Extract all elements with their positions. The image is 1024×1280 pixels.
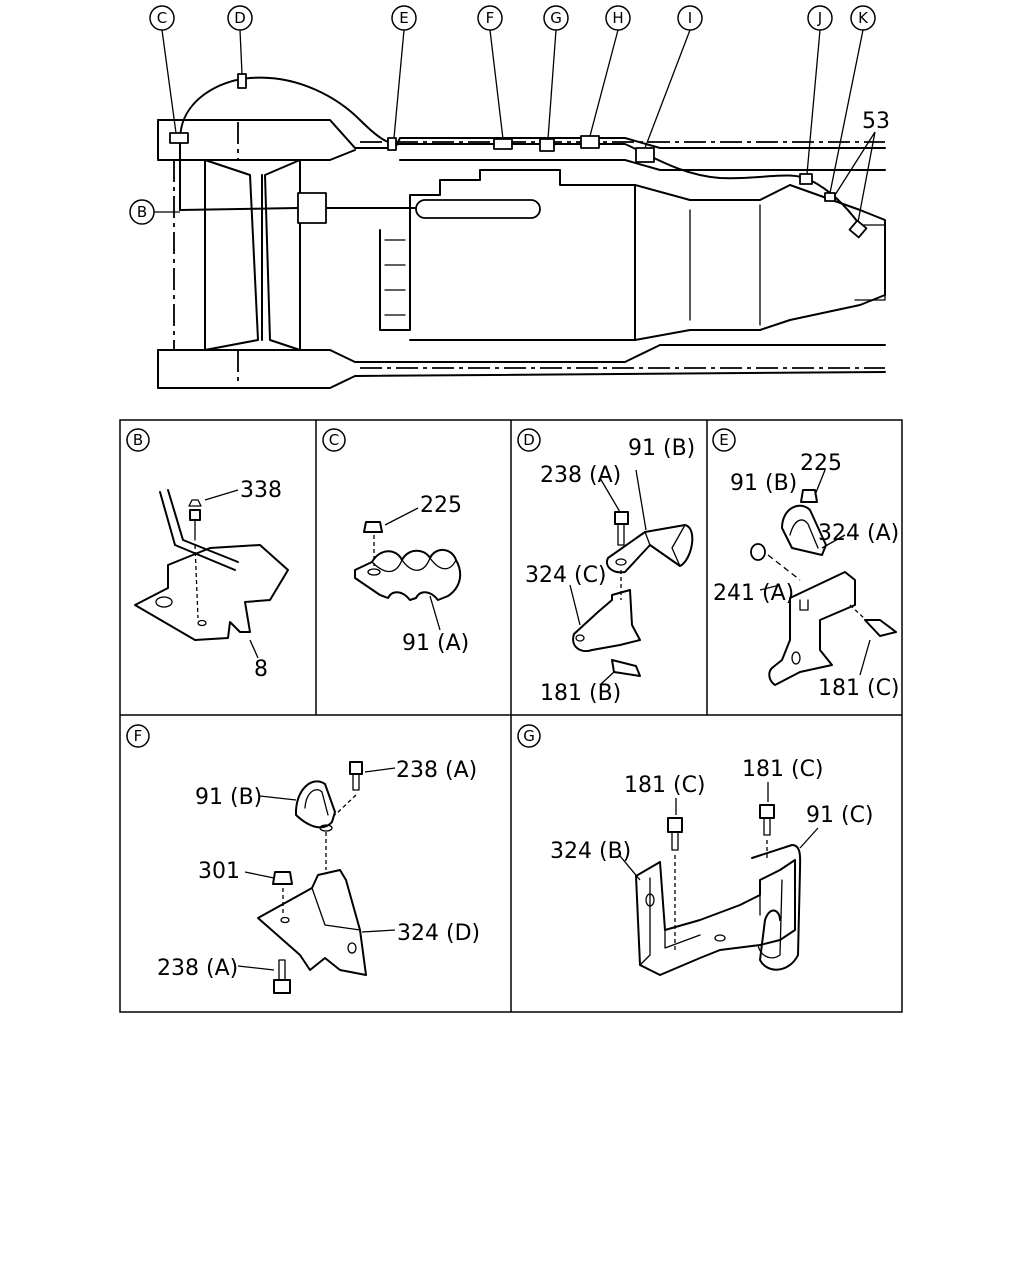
cable-end-53 xyxy=(848,219,868,239)
svg-text:G: G xyxy=(523,727,535,745)
label-181c-g-left: 181 (C) xyxy=(624,773,706,798)
svg-text:I: I xyxy=(688,9,692,27)
label-181c-e: 181 (C) xyxy=(818,676,900,701)
transmission-body xyxy=(379,169,636,341)
clip-g xyxy=(539,138,555,152)
nut-225-e xyxy=(800,489,818,503)
svg-text:D: D xyxy=(234,9,246,27)
label-324b: 324 (B) xyxy=(550,839,631,864)
svg-text:H: H xyxy=(612,9,623,27)
panel-b: B 338 8 xyxy=(126,428,289,682)
bolt-181c-g-left xyxy=(667,817,683,833)
bolt-181c-g-right xyxy=(759,804,775,819)
callout-c: C xyxy=(149,5,175,31)
callout-j: J xyxy=(807,5,833,31)
svg-text:E: E xyxy=(719,431,728,449)
clip-e xyxy=(387,137,397,151)
svg-text:C: C xyxy=(157,9,167,27)
svg-text:D: D xyxy=(523,431,535,449)
svg-text:J: J xyxy=(817,9,822,27)
callout-g: G xyxy=(543,5,569,31)
clip-d xyxy=(237,73,247,89)
callout-i: I xyxy=(677,5,703,31)
callout-e: E xyxy=(391,5,417,31)
callout-k: K xyxy=(850,5,876,31)
label-238a-d: 238 (A) xyxy=(540,463,621,488)
clip-91b-f xyxy=(294,780,336,829)
bolt-181b xyxy=(611,659,641,677)
svg-text:B: B xyxy=(133,431,143,449)
clip-j xyxy=(799,173,813,185)
label-324c: 324 (C) xyxy=(525,563,607,588)
panel-c: C 225 91 (A) xyxy=(322,428,469,656)
front-crossmember xyxy=(204,159,301,351)
nut-301 xyxy=(272,871,293,885)
upper-frame-rail xyxy=(157,119,886,149)
bolt-181c-e xyxy=(864,619,897,637)
label-324d: 324 (D) xyxy=(397,921,480,946)
svg-text:E: E xyxy=(399,9,408,27)
cable-rod xyxy=(159,491,236,571)
detail-panels-grid xyxy=(119,419,903,1013)
label-225-c: 225 xyxy=(420,493,462,518)
label-91b-e: 91 (B) xyxy=(730,471,797,496)
svg-text:G: G xyxy=(550,9,562,27)
bracket-324b xyxy=(635,859,796,976)
clip-k xyxy=(824,192,836,202)
callout-h: H xyxy=(605,5,631,31)
lower-frame-rail xyxy=(157,344,886,363)
panel-g: G 181 (C) 181 (C) 91 (C) 324 (B) xyxy=(517,724,874,976)
clip-91c xyxy=(751,844,802,971)
bracket-324d xyxy=(257,869,367,976)
label-8: 8 xyxy=(254,657,268,682)
label-181b: 181 (B) xyxy=(540,681,621,706)
svg-text:F: F xyxy=(486,9,495,27)
clip-f xyxy=(493,138,513,150)
label-91a: 91 (A) xyxy=(402,631,469,656)
bracket-8 xyxy=(134,544,289,641)
bolt-338 xyxy=(189,509,201,521)
bolt-238a-f-top xyxy=(349,761,363,775)
panel-d: D 238 (A) 91 (B) 324 (C) 181 (B) xyxy=(517,428,695,706)
label-238a-f-top: 238 (A) xyxy=(396,758,477,783)
label-324a: 324 (A) xyxy=(818,521,899,546)
label-91b-d: 91 (B) xyxy=(628,436,695,461)
part-label-53: 53 xyxy=(862,109,890,134)
label-241a: 241 (A) xyxy=(713,581,794,606)
bolt-238a-f-bottom xyxy=(273,979,291,994)
label-301: 301 xyxy=(198,859,240,884)
bracket-324a xyxy=(768,571,856,686)
callout-f: F xyxy=(477,5,503,31)
svg-text:F: F xyxy=(134,727,143,745)
clip-h xyxy=(580,135,600,149)
callout-b-overview: B xyxy=(129,199,155,225)
lever-bracket xyxy=(297,192,327,224)
clip-91b-e xyxy=(781,504,827,556)
svg-text:C: C xyxy=(329,431,339,449)
label-91b-f: 91 (B) xyxy=(195,785,262,810)
panel-e: E 91 (B) 225 324 (A) 241 (A) 181 (C) xyxy=(712,428,900,701)
clip-i xyxy=(635,147,655,163)
clip-c xyxy=(169,132,189,144)
svg-text:K: K xyxy=(858,9,869,27)
label-225-e: 225 xyxy=(800,451,842,476)
label-338: 338 xyxy=(240,478,282,503)
nut-225 xyxy=(363,521,383,533)
label-238a-f-bottom: 238 (A) xyxy=(157,956,238,981)
shift-lever-knob xyxy=(415,199,541,219)
bracket-324c xyxy=(572,589,641,652)
callout-d: D xyxy=(227,5,253,31)
panel-f: F 238 (A) 91 (B) 301 324 (D) 238 (A) xyxy=(126,724,480,994)
bolt-238a-d xyxy=(614,511,629,525)
label-181c-g-right: 181 (C) xyxy=(742,757,824,782)
chassis-overview xyxy=(154,29,886,389)
nut-241a xyxy=(750,543,766,561)
svg-text:B: B xyxy=(137,203,147,221)
label-91c: 91 (C) xyxy=(806,803,874,828)
